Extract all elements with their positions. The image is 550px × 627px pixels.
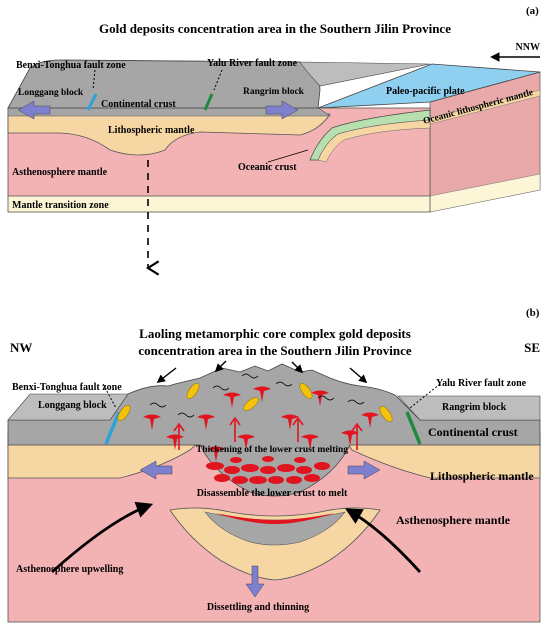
- melt-blob: [241, 464, 259, 472]
- benxi-fault-line-b: [104, 411, 121, 445]
- se-label: SE: [524, 340, 540, 355]
- gold-deposit-2: [186, 383, 200, 399]
- panel-a-title: Gold deposits concentration area in the …: [99, 21, 451, 36]
- yalu-fault-line-b: [405, 411, 422, 445]
- melt-droplet: [301, 434, 319, 450]
- yalu-fault-line-a: [203, 93, 214, 111]
- asthenosphere-label-a: Asthenosphere mantle: [12, 167, 108, 178]
- gold-deposit-3: [243, 397, 259, 411]
- slip-arrow-4: [349, 367, 368, 384]
- crust-top-left: [7, 393, 129, 421]
- direction-label: NNW: [516, 42, 540, 53]
- foliation-marks: [149, 373, 365, 418]
- melt-droplet: [166, 434, 184, 450]
- nw-label: NW: [10, 340, 32, 355]
- melt-droplet: [143, 414, 161, 430]
- panel-a-tag: (a): [526, 5, 539, 17]
- direction-arrow-nnw: NNW: [490, 42, 540, 62]
- oceanic-crust-label: Oceanic crust: [238, 162, 297, 173]
- longgang-label-a: Longgang block: [18, 88, 84, 98]
- panel-b-title-line2: concentration area in the Southern Jilin…: [138, 343, 411, 358]
- longgang-label-b: Longgang block: [38, 400, 107, 411]
- yalu-leader-a: [213, 69, 223, 91]
- melt-droplet: [253, 386, 271, 402]
- melt-blob: [260, 466, 276, 474]
- panel-a: (a) Gold deposits concentration area in …: [7, 5, 541, 276]
- melt-blob: [224, 466, 240, 474]
- paleo-pacific-plate-surface: [317, 63, 541, 109]
- dissettling-label: Dissettling and thinning: [207, 602, 309, 613]
- compression-arrow-right-a: [265, 100, 299, 120]
- yalu-fault-label-b: Yalu River fault zone: [436, 378, 527, 389]
- slip-arrow-2: [214, 360, 227, 373]
- melt-blob: [232, 476, 248, 484]
- melt-blob: [304, 474, 320, 482]
- melt-blob: [230, 457, 242, 463]
- yalu-fault-label-a: Yalu River fault zone: [207, 58, 298, 69]
- gold-deposit-1: [117, 405, 131, 421]
- crust-top-right: [397, 395, 541, 421]
- lower-crust-melt-zone: [143, 386, 379, 484]
- root-melt-band: [215, 513, 335, 524]
- benxi-leader-a: [92, 69, 96, 91]
- lithospheric-mantle-label-b: Lithospheric mantle: [430, 469, 534, 483]
- upwelling-arrow-right: [345, 508, 422, 573]
- upwelling-label: Asthenosphere upwelling: [16, 564, 123, 575]
- continental-crust-label-a: Continental crust: [101, 99, 176, 110]
- melt-rise-arrows: [173, 416, 363, 450]
- paleo-pacific-label: Paleo-pacific plate: [386, 86, 465, 97]
- melt-droplet: [237, 434, 255, 450]
- continental-crust-label-b: Continental crust: [428, 425, 518, 439]
- benxi-leader-b: [102, 383, 117, 409]
- panel-b-tag: (b): [526, 307, 540, 319]
- benxi-fault-label-a: Benxi-Tonghua fault zone: [16, 60, 126, 71]
- melt-droplet: [223, 392, 241, 408]
- benxi-fault-line-a: [86, 93, 98, 111]
- melt-droplet: [197, 414, 215, 430]
- extension-arrow-left: [139, 460, 173, 480]
- transition-zone-label: Mantle transition zone: [12, 200, 109, 211]
- melt-blob: [249, 476, 267, 484]
- melt-droplet: [341, 430, 359, 446]
- lithospheric-mantle-a: [7, 113, 331, 156]
- melt-droplet: [207, 446, 225, 462]
- benxi-fault-label-b: Benxi-Tonghua fault zone: [12, 382, 122, 393]
- melt-droplet: [361, 412, 379, 428]
- slip-arrow-3: [291, 361, 304, 374]
- yalu-leader-b: [409, 383, 441, 409]
- gold-deposit-4: [299, 383, 313, 399]
- mantle-transition-layer: [7, 195, 431, 213]
- asthenosphere-label-b: Asthenosphere mantle: [396, 513, 511, 527]
- melt-blob: [294, 457, 306, 463]
- melt-blob: [262, 456, 274, 462]
- melt-blob: [206, 462, 224, 470]
- panel-b-title-line1: Laoling metamorphic core complex gold de…: [139, 326, 411, 341]
- continental-surface-back: [59, 59, 431, 87]
- rangrim-label-a: Rangrim block: [243, 87, 305, 97]
- melt-droplet: [281, 414, 299, 430]
- melt-blob: [277, 464, 295, 472]
- thickening-label: Thickening of the lower crust melting: [196, 445, 348, 455]
- lithospheric-mantle-label-a: Lithospheric mantle: [108, 125, 195, 136]
- compression-arrow-left-a: [17, 100, 51, 120]
- melt-blob: [286, 476, 302, 484]
- rangrim-label-b: Rangrim block: [442, 402, 507, 413]
- upwelling-arrow-left: [51, 501, 154, 574]
- melt-blob: [268, 476, 284, 484]
- melt-blob: [296, 466, 312, 474]
- extension-arrow-right: [347, 460, 381, 480]
- oceanic-crust-leader: [267, 149, 309, 163]
- downward-arrow: [245, 565, 265, 598]
- panel-b: (b) Laoling metamorphic core complex gol…: [7, 307, 541, 623]
- melt-blob: [314, 462, 330, 470]
- melt-blob: [214, 474, 230, 482]
- slip-arrow-1: [156, 367, 177, 384]
- disassemble-label: Disassemble the lower crust to melt: [197, 488, 348, 499]
- oceanic-mantle-slab: [317, 119, 431, 163]
- melt-droplet: [311, 390, 329, 406]
- continental-crust-dome: [7, 363, 541, 497]
- gold-deposit-5: [379, 406, 393, 422]
